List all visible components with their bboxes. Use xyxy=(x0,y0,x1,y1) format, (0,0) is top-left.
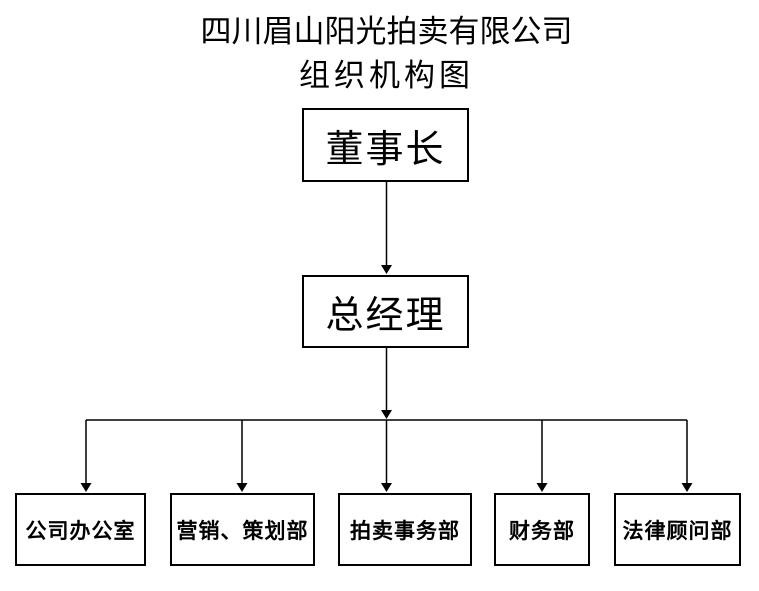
org-box-dept-finance: 财务部 xyxy=(494,493,590,566)
org-box-dept-legal-advisory-label: 法律顾问部 xyxy=(622,517,733,543)
org-box-dept-finance-label: 财务部 xyxy=(509,517,575,543)
org-box-dept-marketing-planning: 营销、策划部 xyxy=(170,493,315,566)
arrowhead-gm xyxy=(381,265,392,274)
org-box-dept-legal-advisory: 法律顾问部 xyxy=(614,493,741,566)
arrowhead-dept-5 xyxy=(681,483,693,492)
org-box-dept-marketing-planning-label: 营销、策划部 xyxy=(176,517,309,543)
org-box-chairman: 董事长 xyxy=(302,108,469,182)
org-box-chairman-label: 董事长 xyxy=(325,126,446,171)
arrowhead-dept-2 xyxy=(236,483,248,492)
org-box-dept-office-label: 公司办公室 xyxy=(25,517,136,543)
org-box-dept-auction-affairs-label: 拍卖事务部 xyxy=(350,517,460,543)
arrowhead-bus xyxy=(381,410,392,419)
org-box-dept-office: 公司办公室 xyxy=(15,493,146,566)
chart-title: 四川眉山阳光拍卖有限公司 组织机构图 xyxy=(14,10,759,98)
arrowhead-dept-1 xyxy=(80,483,92,492)
org-box-general-manager: 总经理 xyxy=(302,275,469,348)
chart-title-line2: 组织机构图 xyxy=(299,58,474,94)
org-box-general-manager-label: 总经理 xyxy=(325,293,446,337)
arrowhead-dept-3 xyxy=(381,483,392,492)
chart-title-line1: 四川眉山阳光拍卖有限公司 xyxy=(200,14,573,50)
arrowhead-dept-4 xyxy=(536,483,548,492)
org-box-dept-auction-affairs: 拍卖事务部 xyxy=(338,493,472,566)
